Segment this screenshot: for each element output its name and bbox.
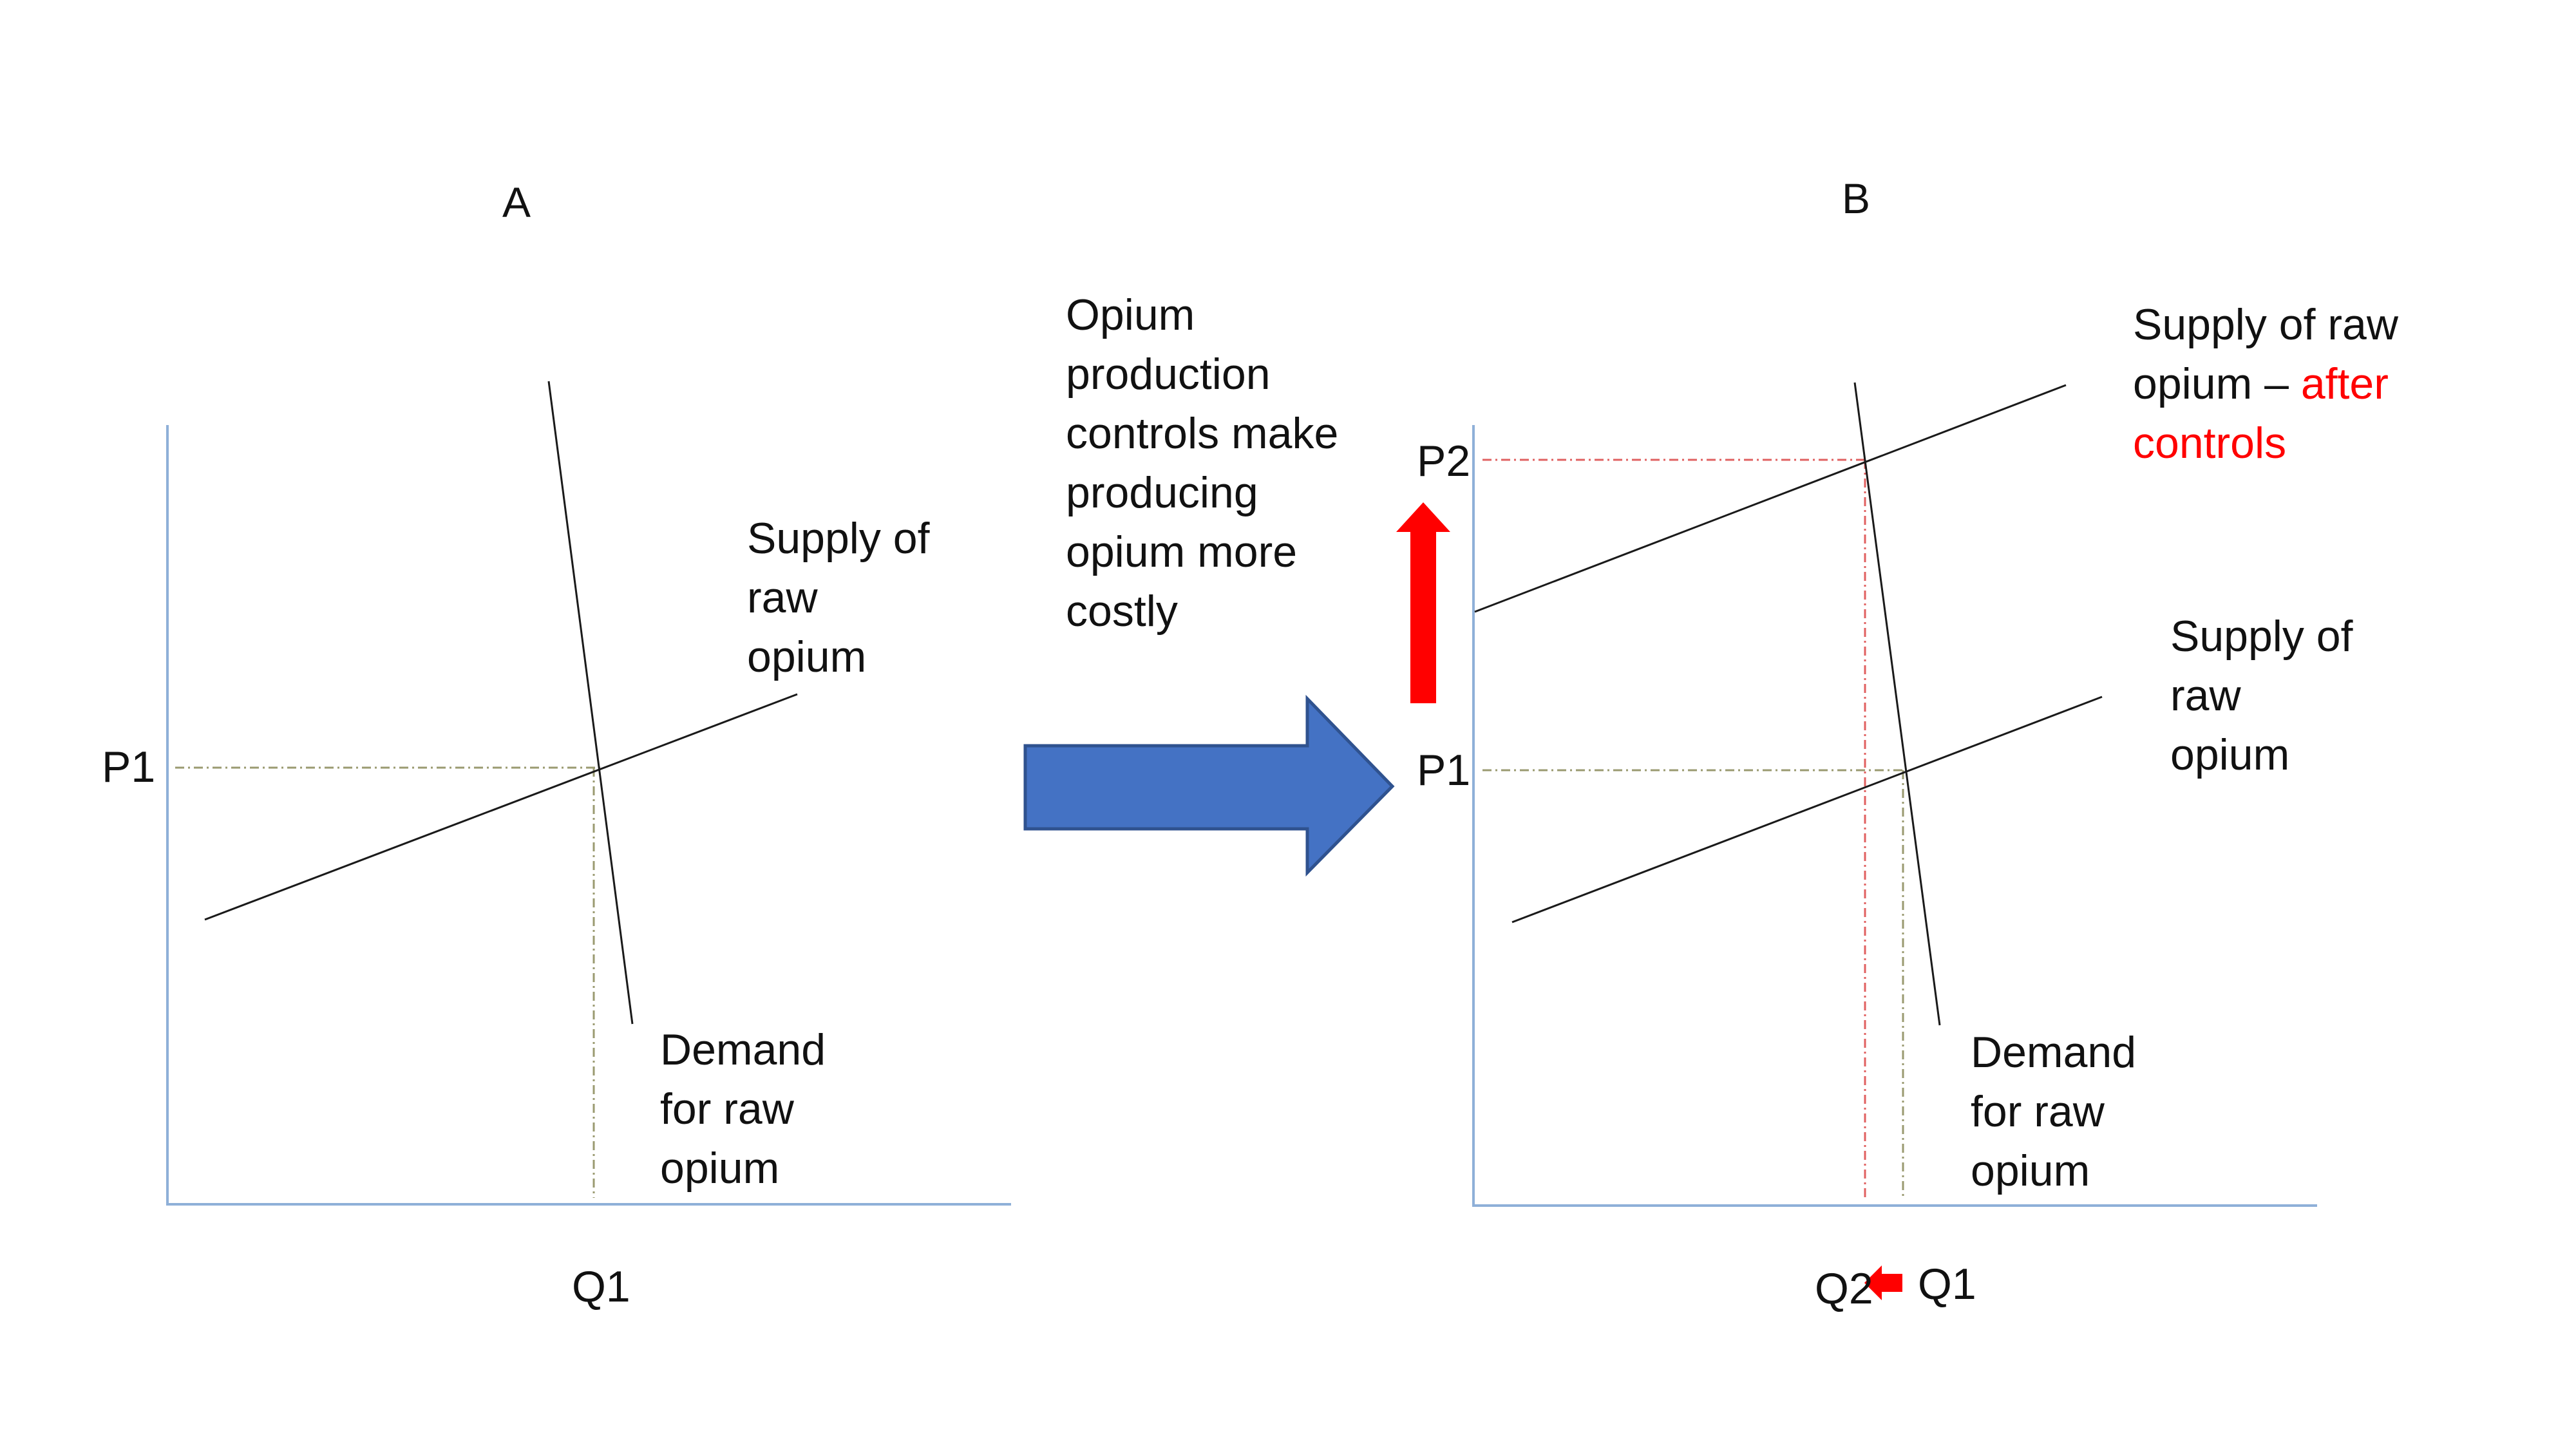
panel-b-supply-label: Supply of raw opium — [2170, 612, 2353, 779]
big-right-arrow-icon — [1023, 694, 1395, 877]
panel-a-supply-label: Supply of raw opium — [747, 514, 930, 681]
panel-a-q1-label: Q1 — [572, 1262, 630, 1311]
panel-a-p1-label: P1 — [102, 743, 156, 791]
panel-a-graph — [166, 381, 1011, 1206]
panel-b-q2-label: Q2 — [1815, 1264, 1873, 1313]
panel-b-demand-curve — [1853, 382, 1941, 1026]
panel-a-demand-label: Demand for raw opium — [660, 1025, 826, 1193]
panel-b-supply-curve — [1511, 696, 2103, 923]
panel-a-demand-curve — [547, 381, 634, 1025]
panel-b-graph — [1472, 382, 2317, 1207]
panel-b-q1-label: Q1 — [1918, 1260, 1976, 1309]
quantity-decrease-arrow-icon — [1864, 1265, 1902, 1300]
supply-after-controls-text: Supply of raw opium – — [2133, 300, 2398, 408]
panel-b-supply-after-controls-curve — [1474, 384, 2067, 613]
panel-a-supply-curve — [204, 693, 798, 921]
panel-b-p1-label: P1 — [1417, 746, 1471, 795]
panel-b-title: B — [1842, 175, 1871, 222]
panel-b-p2-label: P2 — [1417, 437, 1471, 486]
panel-b-supply-after-controls-label: Supply of raw opium – after controls — [2133, 295, 2398, 473]
controls-explanation-text: Opium production controls make producing… — [1066, 290, 1339, 636]
panel-a-title: A — [502, 178, 531, 226]
panel-b-demand-label: Demand for raw opium — [1971, 1028, 2137, 1195]
after-controls-highlight-text: after controls — [2133, 359, 2389, 468]
price-increase-arrow-icon — [1396, 502, 1450, 703]
